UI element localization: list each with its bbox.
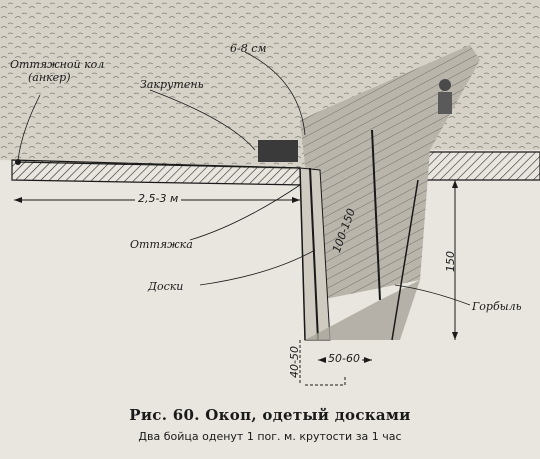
- left-trench-edge: [299, 167, 306, 341]
- soldier-head-icon: [439, 79, 451, 91]
- dimension-bottom-depth: 40-50: [288, 346, 301, 378]
- soldier-body-icon: [438, 92, 452, 114]
- label-anchor-line1: Оттяжной кол: [10, 58, 105, 71]
- leader-twist: [149, 89, 256, 151]
- right-trench-edge: [391, 179, 419, 341]
- guy-wire: [17, 161, 301, 169]
- label-anchor-line2: (анкер): [28, 71, 71, 84]
- figure-caption-subtitle: Два бойца оденут 1 пог. м. крутости за 1…: [138, 430, 402, 443]
- board-post: [309, 167, 319, 341]
- label-depth-top: 6-8 см: [230, 42, 267, 55]
- figure-caption-title: Рис. 60. Окоп, одетый досками: [129, 406, 411, 424]
- label-anchor: Оттяжной кол (анкер): [10, 58, 104, 84]
- leader-guy: [189, 184, 301, 241]
- dimension-height: 150: [444, 251, 457, 272]
- trench-floor: [305, 280, 420, 340]
- leader-depth: [244, 51, 306, 136]
- trench-illustration: [0, 0, 540, 386]
- leader-slabs: [394, 284, 471, 306]
- label-twist: Закрутень: [140, 78, 204, 91]
- right-ground-section: [417, 151, 540, 181]
- dimension-distance: 2,5-3 м: [135, 192, 182, 205]
- board-post: [371, 129, 381, 301]
- leader-anchor: [17, 94, 41, 161]
- dimension-bottom-width: 50-60: [326, 352, 362, 365]
- leader-boards: [199, 249, 316, 286]
- label-slabs: Горбыль: [472, 300, 522, 313]
- anchor-stake-icon: [15, 159, 21, 165]
- label-guy: Оттяжка: [130, 238, 193, 251]
- parapet-block: [258, 140, 298, 162]
- far-wall-planks: [300, 45, 480, 300]
- label-boards: Доски: [148, 280, 184, 293]
